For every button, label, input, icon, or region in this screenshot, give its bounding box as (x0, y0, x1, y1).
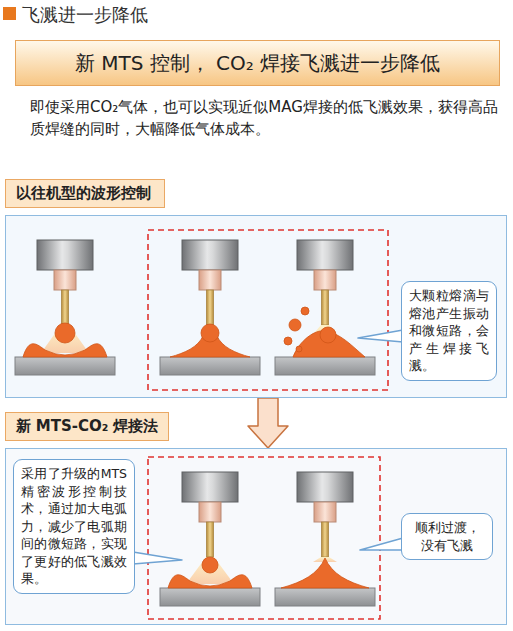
wire (207, 290, 214, 325)
welding-torch (160, 472, 260, 606)
torch-body (37, 240, 93, 270)
wire (322, 522, 329, 557)
callout-bubble: 采用了升级的MTS精密波形控制技术，通过加大电弧力，减少了电弧期间的微短路，实现… (13, 459, 135, 594)
plate (160, 588, 260, 606)
contact-tip (199, 270, 221, 290)
wire (207, 522, 214, 557)
droplet (201, 324, 219, 342)
welding-torch (275, 240, 375, 375)
spatter (296, 346, 302, 352)
contact-tip (199, 502, 221, 522)
droplet (55, 323, 75, 343)
welding-torch (275, 472, 375, 606)
weld-pool (281, 558, 369, 588)
callout-tail (133, 552, 182, 564)
spatter (289, 319, 301, 331)
callout-tail (358, 330, 403, 342)
comparison-panel: 以往机型的波形控制大颗粒熔滴与熔池产生振动和微短路，会产生焊接飞溅。 (5, 215, 507, 398)
torch-body (297, 240, 353, 270)
contact-tip (54, 270, 76, 290)
contact-tip (314, 502, 336, 522)
callout-text: 采用了升级的MTS精密波形控制技术，通过加大电弧力，减少了电弧期间的微短路，实现… (21, 465, 127, 588)
dashed-frame (148, 230, 388, 390)
callout-text: 大颗粒熔滴与熔池产生振动和微短路，会产生焊接飞溅。 (409, 287, 489, 375)
headline-band: 新 MTS 控制， CO₂ 焊接飞溅进一步降低 (15, 40, 500, 86)
wire (322, 290, 329, 325)
plate (275, 357, 375, 375)
plate (275, 588, 375, 606)
dashed-frame (148, 457, 380, 619)
plate (160, 357, 260, 375)
torch-body (182, 240, 238, 270)
weld-pool (23, 344, 107, 357)
wire (62, 290, 69, 325)
headline-text: 新 MTS 控制， CO₂ 焊接飞溅进一步降低 (75, 50, 440, 77)
weld-pool (168, 575, 252, 588)
welding-torch (160, 240, 260, 375)
torch-body (297, 472, 353, 502)
arc-glow (186, 557, 234, 584)
panel-heading: 以往机型的波形控制 (5, 179, 165, 208)
callout-bubble: 大颗粒熔滴与熔池产生振动和微短路，会产生焊接飞溅。 (401, 281, 497, 381)
droplet (320, 327, 336, 343)
welding-torch (15, 240, 115, 375)
callout-bubble: 顺利过渡，没有飞溅 (401, 513, 493, 560)
page-title: 飞溅进一步降低 (22, 3, 148, 27)
contact-tip (314, 270, 336, 290)
flow-arrow (248, 398, 288, 448)
plate (15, 357, 115, 375)
panel-heading: 新 MTS-CO₂ 焊接法 (5, 412, 170, 441)
description-text: 即使采用CO₂气体，也可以实现近似MAG焊接的低飞溅效果，获得高品质焊缝的同时，… (30, 96, 498, 140)
callout-tail (360, 538, 403, 550)
panel-ground (5, 448, 507, 625)
spatter (284, 337, 292, 345)
panel-ground (5, 215, 507, 398)
title-marker (3, 7, 16, 20)
comparison-panel: 新 MTS-CO₂ 焊接法采用了升级的MTS精密波形控制技术，通过加大电弧力，减… (5, 448, 507, 625)
spatter (301, 307, 309, 315)
droplet (202, 557, 218, 573)
callout-text: 顺利过渡，没有飞溅 (409, 519, 485, 554)
torch-body (182, 472, 238, 502)
